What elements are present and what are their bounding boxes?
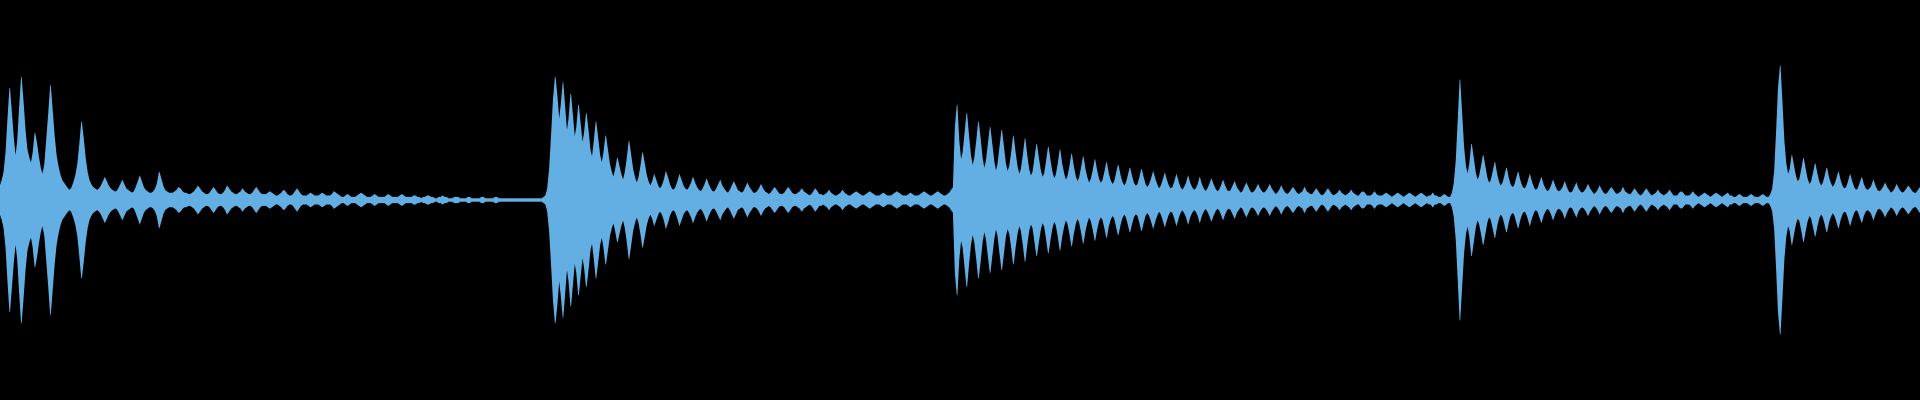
waveform-center-baseline	[0, 200, 1920, 201]
